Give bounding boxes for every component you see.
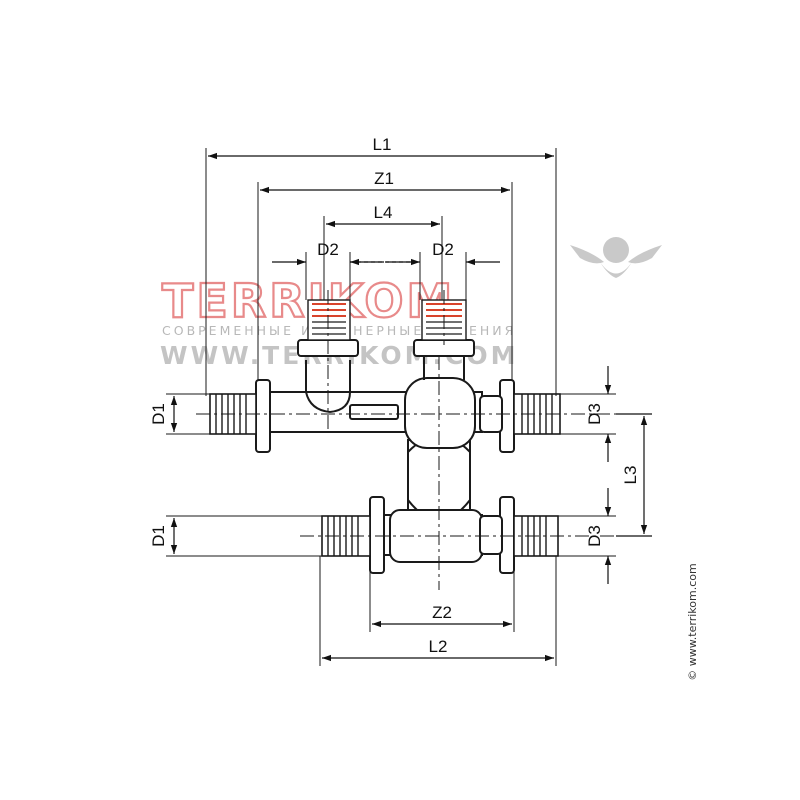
label-D3-top: D3 [585, 403, 604, 425]
label-L1: L1 [373, 135, 392, 154]
label-L4: L4 [374, 203, 393, 222]
label-L2: L2 [429, 637, 448, 656]
dimension-lines [170, 152, 652, 662]
extension-lines [166, 148, 616, 666]
sleeve-top-left [307, 299, 351, 341]
label-D1-bottom: D1 [149, 525, 168, 547]
watermark: TERRIKOM СОВРЕМЕННЫЕ ИНЖЕНЕРНЫЕ РЕШЕНИЯ … [160, 237, 662, 370]
label-L3: L3 [621, 466, 640, 485]
label-D2-left: D2 [317, 240, 339, 259]
fitting-body [255, 339, 515, 574]
label-Z2: Z2 [432, 603, 452, 622]
copyright-text: © www.terrikom.com [686, 563, 699, 680]
label-D3-bottom: D3 [585, 525, 604, 547]
eagle-logo-icon [570, 237, 662, 278]
center-lines [196, 290, 640, 590]
dimension-labels: L1 Z1 L4 D2 D2 D1 D1 D3 D3 L3 Z2 L2 [149, 135, 640, 656]
label-D2-right: D2 [432, 240, 454, 259]
watermark-logo: TERRIKOM [162, 274, 455, 328]
label-Z1: Z1 [374, 169, 394, 188]
label-D1-top: D1 [149, 403, 168, 425]
